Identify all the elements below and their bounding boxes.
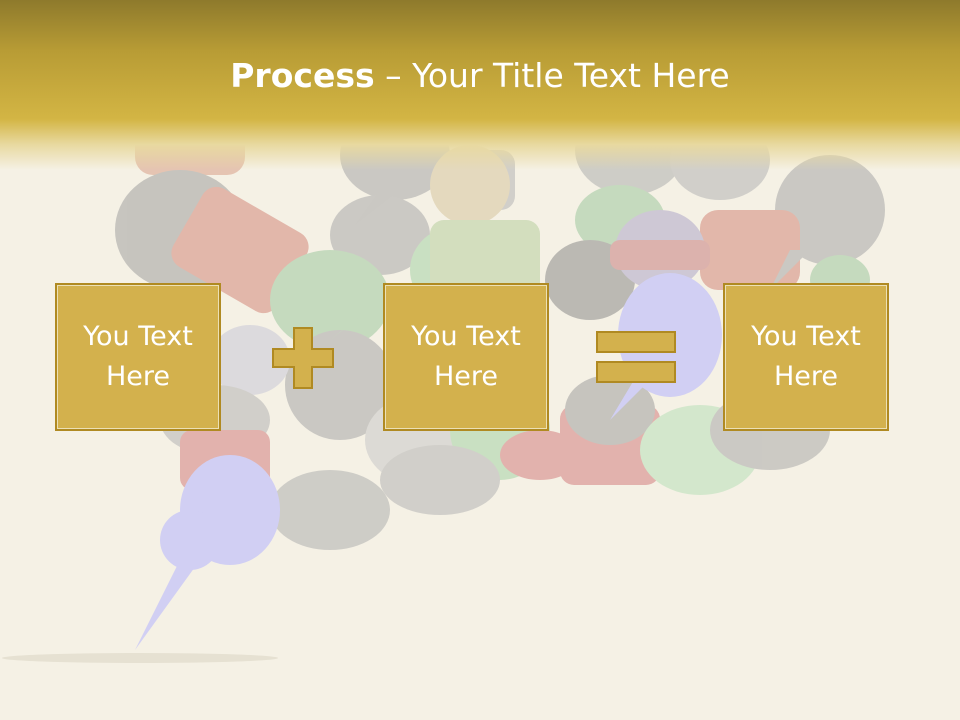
equals-icon <box>596 331 676 383</box>
title-bold-text: Process <box>230 56 375 95</box>
plus-icon <box>272 327 334 389</box>
process-box-1-label: You Text Here <box>83 321 193 392</box>
title-rest-text: – Your Title Text Here <box>374 56 730 95</box>
process-box-2: You Text Here <box>383 283 549 431</box>
process-box-1: You Text Here <box>55 283 221 431</box>
process-box-3-label: You Text Here <box>751 321 861 392</box>
header-band <box>0 0 960 170</box>
process-box-3: You Text Here <box>723 283 889 431</box>
process-box-2-label: You Text Here <box>411 321 521 392</box>
slide-title: Process – Your Title Text Here <box>0 54 960 98</box>
